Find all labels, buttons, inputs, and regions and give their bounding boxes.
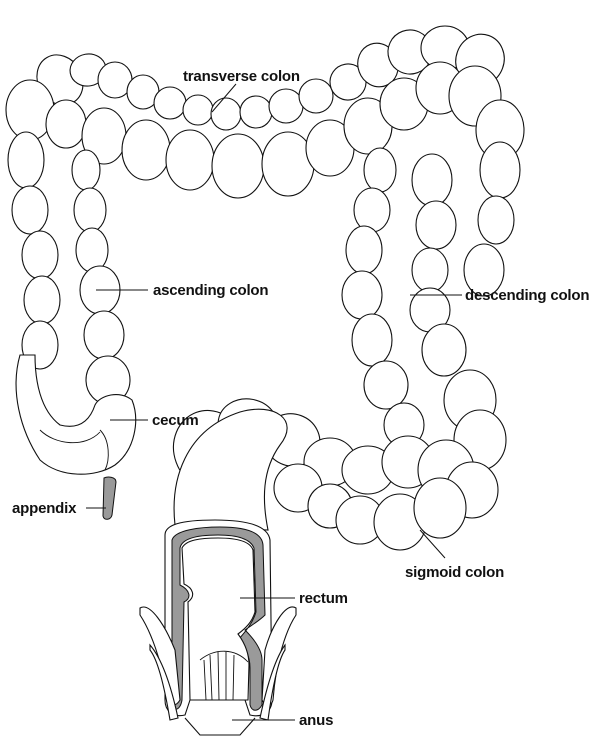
label-cecum: cecum (152, 412, 199, 429)
haustra-segment (84, 311, 124, 359)
rectum (140, 520, 296, 735)
label-transverse-colon: transverse colon (183, 68, 300, 85)
haustra-segment (212, 134, 264, 198)
label-rectum: rectum (299, 590, 348, 607)
haustra-segment (76, 228, 108, 272)
haustra-segment (412, 248, 448, 292)
haustra-segment (74, 188, 106, 232)
haustra-segment (46, 100, 86, 148)
haustra-segment (122, 120, 170, 180)
label-sigmoid-colon: sigmoid colon (405, 564, 504, 581)
haustra-segment (166, 130, 214, 190)
haustra-segment (414, 478, 466, 538)
haustra-segment (183, 95, 213, 125)
haustra-segment (364, 148, 396, 192)
haustra-segment (354, 188, 390, 232)
haustra-segment (269, 89, 303, 123)
haustra-segment (422, 324, 466, 376)
label-appendix: appendix (12, 500, 77, 517)
label-anus: anus (299, 712, 333, 729)
haustra-segment (72, 150, 100, 190)
label-descending-colon: descending colon (465, 287, 589, 304)
haustra-segment (24, 276, 60, 324)
label-ascending-colon: ascending colon (153, 282, 268, 299)
haustra-segment (480, 142, 520, 198)
haustra-segment (12, 186, 48, 234)
haustra-segment (8, 132, 44, 188)
haustra-segment (240, 96, 272, 128)
haustra-segment (342, 271, 382, 319)
appendix (103, 477, 116, 519)
haustra-segment (416, 201, 456, 249)
haustra-segment (346, 226, 382, 274)
haustra-segment (154, 87, 186, 119)
haustra-segment (22, 231, 58, 279)
haustra-segment (211, 98, 241, 130)
haustra-segment (412, 154, 452, 206)
descending-colon (342, 142, 520, 470)
haustra-segment (364, 361, 408, 409)
haustra-segment (299, 79, 333, 113)
haustra-segment (478, 196, 514, 244)
haustra-segment (352, 314, 392, 366)
